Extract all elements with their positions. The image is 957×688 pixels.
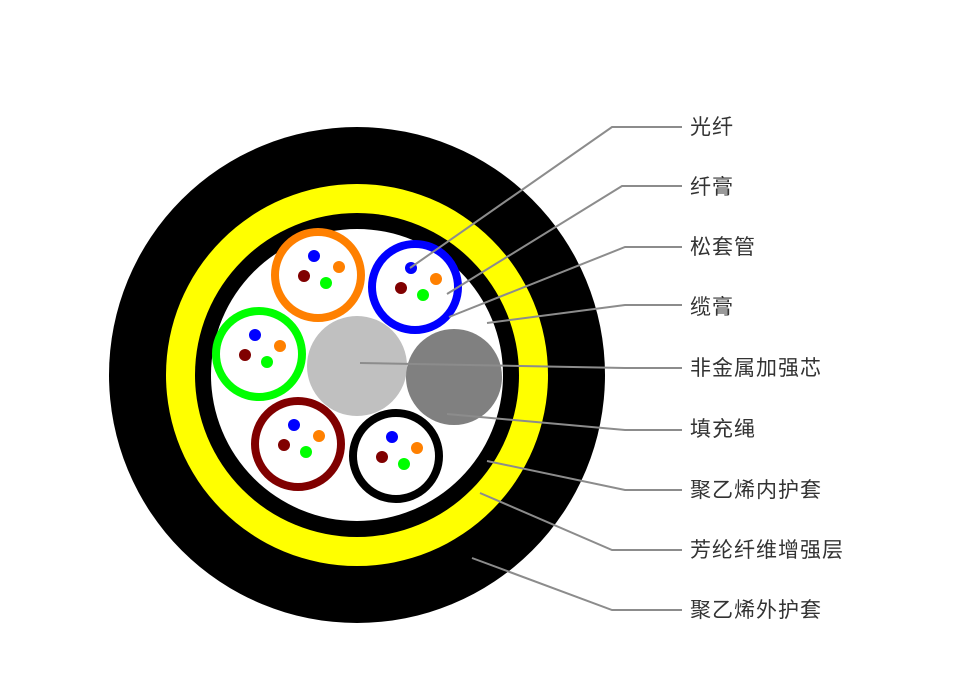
loose-tube [349,409,443,503]
leader-line [486,460,682,491]
label-fiber-gel: 纤膏 [690,175,734,199]
label-loose-tube: 松套管 [690,235,756,259]
leader-line [448,246,682,318]
optical-fiber [395,282,407,294]
optical-fiber [274,340,286,352]
leader-line [479,492,682,551]
filler-rope [406,329,502,425]
leader-line [486,304,682,324]
optical-fiber [411,442,423,454]
leader-line [409,126,682,269]
optical-fiber [300,446,312,458]
strength-member [307,316,407,416]
optical-fiber [386,431,398,443]
loose-tube [368,240,462,334]
optical-fiber [288,419,300,431]
label-aramid-layer: 芳纶纤维增强层 [690,538,844,562]
optical-fiber [249,329,261,341]
label-outer-sheath: 聚乙烯外护套 [690,598,822,622]
label-inner-sheath: 聚乙烯内护套 [690,478,822,502]
label-filler-rope: 填充绳 [690,417,756,441]
loose-tube [271,228,365,322]
optical-fiber [298,270,310,282]
leader-line [471,557,682,611]
leader-line [446,413,682,431]
loose-tube [212,307,306,401]
optical-fiber [333,261,345,273]
optical-fiber [239,349,251,361]
label-cable-gel: 缆膏 [690,295,734,319]
optical-fiber [320,277,332,289]
label-strength-member: 非金属加强芯 [690,356,822,380]
optical-fiber [417,289,429,301]
optical-fiber [376,451,388,463]
label-optical-fiber: 光纤 [690,115,734,139]
optical-fiber [313,430,325,442]
optical-fiber [278,439,290,451]
loose-tube [251,397,345,491]
optical-fiber [308,250,320,262]
optical-fiber [261,356,273,368]
leader-line [359,362,682,369]
optical-fiber [398,458,410,470]
optical-fiber [430,273,442,285]
leader-line [446,185,682,295]
